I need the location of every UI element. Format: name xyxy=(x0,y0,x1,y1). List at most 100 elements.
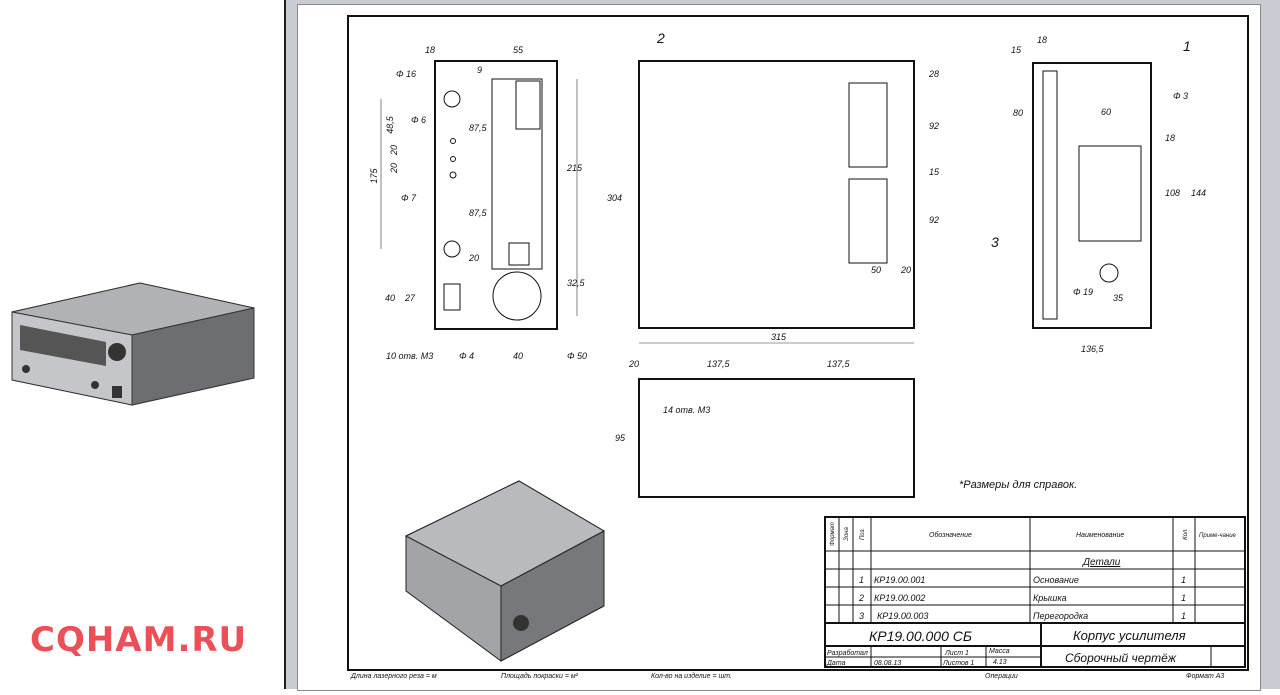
svg-text:Кол-во на изделие = шт.: Кол-во на изделие = шт. xyxy=(651,672,732,680)
preview-panel xyxy=(0,0,286,689)
watermark: CQHAM.RU xyxy=(30,620,248,660)
dim: 9 xyxy=(477,65,482,75)
svg-text:1: 1 xyxy=(1181,593,1186,603)
dim: 137,5 xyxy=(707,359,731,369)
front-view: 18 55 9 Φ 16 Φ 6 Φ 7 48,5 20 20 175 87,5… xyxy=(369,45,587,361)
dim: 315 xyxy=(771,332,787,342)
dim: Φ 7 xyxy=(401,193,417,203)
designation: КР19.00.000 СБ xyxy=(869,628,972,644)
header-qty: Кол. xyxy=(1183,528,1189,540)
svg-text:1: 1 xyxy=(1181,575,1186,585)
dim: 136,5 xyxy=(1081,344,1105,354)
dim: 18 xyxy=(425,45,435,55)
drawing-sheet: 18 55 9 Φ 16 Φ 6 Φ 7 48,5 20 20 175 87,5… xyxy=(297,4,1261,691)
dim: 95 xyxy=(615,433,626,443)
dim: 20 xyxy=(389,145,399,156)
header-zone: Зона xyxy=(844,527,850,541)
dim: 20 xyxy=(900,265,911,275)
drawing-title: Корпус усилителя xyxy=(1073,628,1186,643)
svg-text:1: 1 xyxy=(859,575,864,585)
svg-text:КР19.00.003: КР19.00.003 xyxy=(877,611,928,621)
title-block: КР19.00.000 СБ Корпус усилителя Сборочны… xyxy=(824,622,1246,668)
dim: 35 xyxy=(1113,293,1124,303)
svg-text:Крышка: Крышка xyxy=(1033,593,1067,603)
header-designation: Обозначение xyxy=(929,531,972,539)
dim: 215 xyxy=(566,163,583,173)
specification-table: Формат Зона Поз. Обозначение Наименовани… xyxy=(824,516,1246,624)
dim: 137,5 xyxy=(827,359,851,369)
dim: 144 xyxy=(1191,188,1206,198)
drawing-canvas: 18 55 9 Φ 16 Φ 6 Φ 7 48,5 20 20 175 87,5… xyxy=(347,15,1249,680)
svg-text:КР19.00.002: КР19.00.002 xyxy=(874,593,925,603)
header-name: Наименование xyxy=(1076,532,1124,539)
dim: 92 xyxy=(929,121,939,131)
dim: 40 xyxy=(385,293,395,303)
table-row: 3 КР19.00.003 Перегородка 1 xyxy=(859,611,1186,621)
sheet-frame xyxy=(347,15,1249,671)
svg-text:1: 1 xyxy=(1181,611,1186,621)
dim: 10 отв. М3 xyxy=(386,351,433,361)
callout: 3 xyxy=(991,234,999,250)
dim: 92 xyxy=(929,215,939,225)
bottom-plate-view: 20 137,5 137,5 14 отв. М3 95 xyxy=(615,359,915,498)
doc-type: Сборочный чертёж xyxy=(1065,651,1177,665)
table-row: 1 КР19.00.001 Основание 1 xyxy=(859,575,1186,585)
isometric-view xyxy=(404,480,606,662)
dim: 87,5 xyxy=(469,208,488,218)
footer: Длина лазерного реза = м Площадь покраск… xyxy=(350,672,1224,680)
svg-text:Масса: Масса xyxy=(989,648,1010,655)
svg-text:2: 2 xyxy=(858,593,864,603)
dim: Φ 16 xyxy=(396,69,416,79)
dim: 27 xyxy=(404,293,416,303)
table-row: 2 КР19.00.002 Крышка 1 xyxy=(858,593,1186,603)
dim: 48,5 xyxy=(385,115,395,134)
dim: 50 xyxy=(871,265,881,275)
dim: 40 xyxy=(513,351,523,361)
dim: Φ 50 xyxy=(567,351,587,361)
dim: 55 xyxy=(513,45,524,55)
svg-text:КР19.00.001: КР19.00.001 xyxy=(874,575,925,585)
header-pos: Поз. xyxy=(860,528,866,540)
callout: 2 xyxy=(656,30,665,46)
header-format: Формат xyxy=(830,522,836,546)
dim: Φ 6 xyxy=(411,115,426,125)
drawing-viewer[interactable]: 18 55 9 Φ 16 Φ 6 Φ 7 48,5 20 20 175 87,5… xyxy=(286,0,1280,691)
svg-text:Листов 1: Листов 1 xyxy=(942,660,974,667)
mass: 4.13 xyxy=(993,659,1007,666)
svg-text:3: 3 xyxy=(859,611,864,621)
dim: 14 отв. М3 xyxy=(663,405,710,415)
dim: Φ 3 xyxy=(1173,91,1188,101)
svg-text:Длина лазерного реза = м: Длина лазерного реза = м xyxy=(350,673,437,680)
dim: 87,5 xyxy=(469,123,488,133)
section-title: Детали xyxy=(1082,557,1121,568)
dim: 304 xyxy=(607,193,622,203)
dim: 18 xyxy=(1037,35,1047,45)
svg-text:Лист 1: Лист 1 xyxy=(944,650,969,657)
svg-text:Формат А3: Формат А3 xyxy=(1186,673,1224,680)
svg-text:Дата: Дата xyxy=(826,660,846,667)
dim: 108 xyxy=(1165,188,1180,198)
svg-text:Операции: Операции xyxy=(985,673,1018,680)
dim: 32,5 xyxy=(567,278,586,288)
svg-text:Перегородка: Перегородка xyxy=(1033,611,1088,621)
top-view: 2 304 28 92 15 92 50 20 315 xyxy=(607,30,940,344)
svg-text:Площадь покраски = м²: Площадь покраски = м² xyxy=(501,672,579,680)
enclosure-3d-preview xyxy=(11,282,255,406)
reference-note: *Размеры для справок. xyxy=(959,479,1077,491)
dim: 18 xyxy=(1165,133,1175,143)
date: 08.08.13 xyxy=(874,660,901,667)
dim: 60 xyxy=(1101,107,1111,117)
dim: 28 xyxy=(928,69,939,79)
dim: Φ 19 xyxy=(1073,287,1093,297)
side-view: 15 18 1 80 Φ 3 60 18 108 144 3 Φ 19 35 1… xyxy=(991,35,1206,354)
dim: 80 xyxy=(1013,108,1023,118)
dim: 20 xyxy=(468,253,479,263)
dim: 15 xyxy=(929,167,940,177)
dim: Φ 4 xyxy=(459,351,474,361)
header-note: Приме-чание xyxy=(1199,533,1237,539)
dim: 175 xyxy=(369,168,379,184)
dim: 20 xyxy=(389,163,399,174)
svg-text:Разработал: Разработал xyxy=(827,649,868,657)
svg-text:Основание: Основание xyxy=(1033,575,1079,585)
callout: 1 xyxy=(1183,38,1191,54)
